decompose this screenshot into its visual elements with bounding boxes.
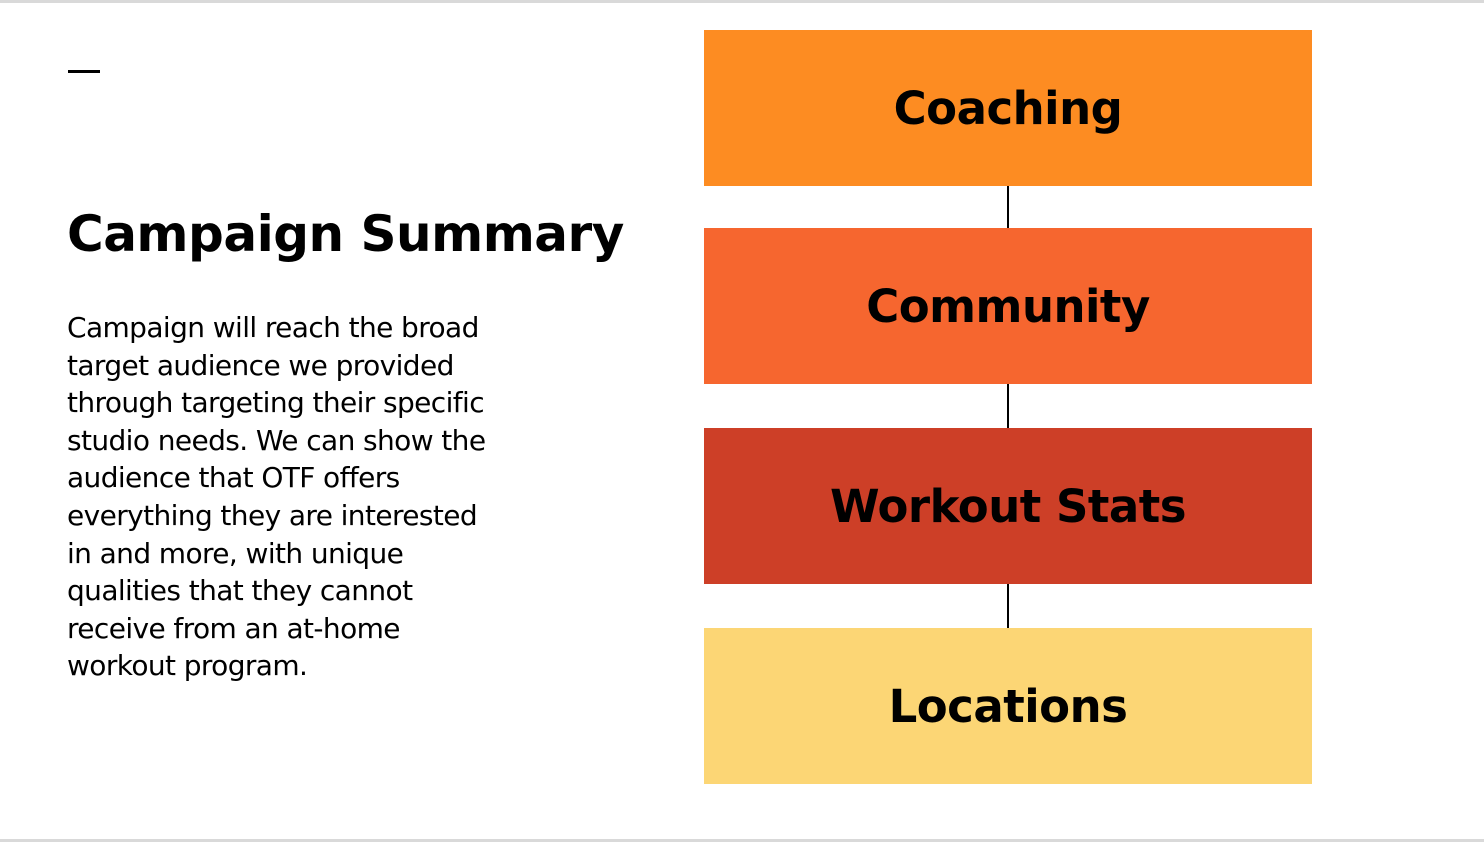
accent-dash [68,70,100,73]
connector-line [1007,186,1009,230]
slide-title: Campaign Summary [67,205,624,263]
node-community: Community [704,228,1312,384]
slide-body-text: Campaign will reach the broad target aud… [67,311,486,683]
connector-line [1007,584,1009,628]
node-locations: Locations [704,628,1312,784]
node-label: Workout Stats [829,479,1187,533]
node-label: Locations [888,679,1128,733]
node-label: Coaching [893,81,1123,135]
connector-line [1007,384,1009,428]
node-workout-stats: Workout Stats [704,428,1312,584]
node-label: Community [866,279,1150,333]
node-coaching: Coaching [704,30,1312,186]
flow-diagram: Coaching Community Workout Stats Locatio… [704,30,1312,784]
